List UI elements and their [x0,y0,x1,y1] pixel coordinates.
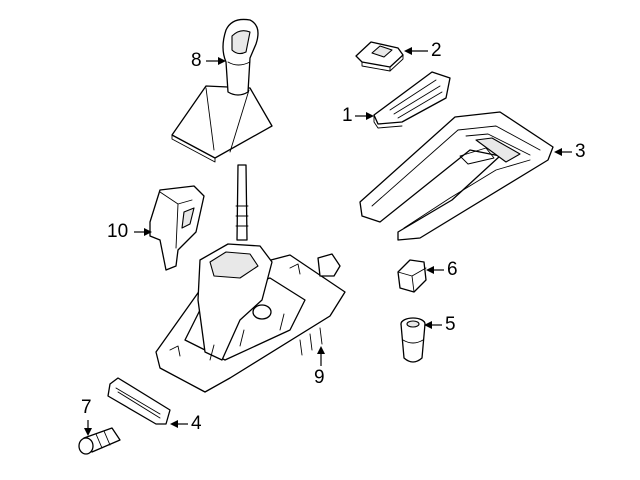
small-cap [355,41,404,72]
callout-1: 1 [342,105,353,126]
cover-strip [107,377,171,425]
clip [397,259,427,293]
callout-10: 10 [107,221,129,242]
callout-9: 9 [314,367,325,388]
callout-4: 4 [191,413,202,434]
bracket [149,185,205,271]
bushing [400,317,426,363]
leader-lines [84,47,572,436]
callout-8: 8 [191,50,202,71]
console-bezel [359,111,554,241]
callout-2: 2 [431,40,442,61]
bolt [78,427,121,455]
shifter-assembly [155,164,346,393]
callout-7: 7 [81,397,92,418]
shift-knob-boot [171,18,273,163]
callout-5: 5 [445,314,456,335]
callout-3: 3 [575,141,586,162]
callout-6: 6 [447,259,458,280]
trim-cover [373,71,451,129]
